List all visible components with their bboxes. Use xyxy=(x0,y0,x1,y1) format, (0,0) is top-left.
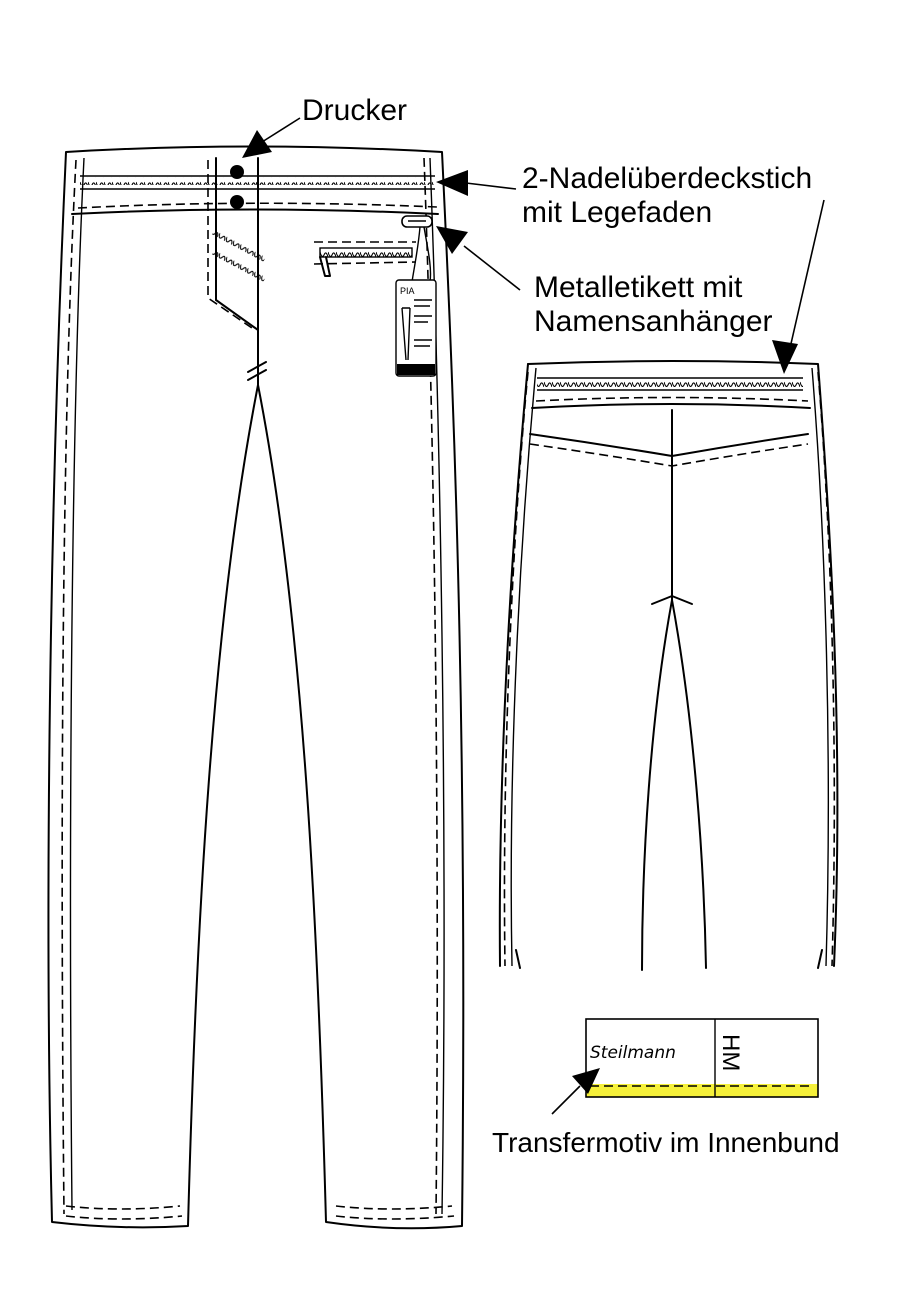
snap-button-bottom xyxy=(230,195,244,209)
back-outline xyxy=(527,360,839,967)
label-coverstitch: 2-Nadelüberdeckstich mit Legefaden xyxy=(522,162,813,229)
metal-label-with-hang-tag: PIA xyxy=(395,215,437,377)
label-transfer-motif: Transfermotiv im Innenbund xyxy=(492,1127,840,1158)
callout-leaders xyxy=(242,117,825,1115)
drucker-arrow xyxy=(242,130,272,158)
transfer-brand-text: Steilmann xyxy=(590,1043,676,1063)
hang-tag-name: PIA xyxy=(400,286,415,296)
front-outline xyxy=(47,145,465,1230)
tag-arrow xyxy=(436,226,468,254)
back-view xyxy=(498,360,839,971)
back-waistband-coverstitch xyxy=(537,379,803,387)
transfer-band xyxy=(586,1084,818,1097)
transfer-code-text: HM xyxy=(717,1034,744,1071)
back-stitch-arrow xyxy=(772,340,798,374)
stitch-arrow xyxy=(436,170,468,196)
front-view: PIA xyxy=(47,145,465,1230)
transfer-motif-box: Steilmann HM xyxy=(585,1018,819,1098)
zip-pocket xyxy=(313,241,417,277)
transfer-arrow xyxy=(572,1068,600,1094)
snap-button-top xyxy=(230,165,244,179)
label-metal-tag: Metalletikett mit Namensanhänger xyxy=(534,271,773,338)
label-drucker: Drucker xyxy=(302,94,408,127)
